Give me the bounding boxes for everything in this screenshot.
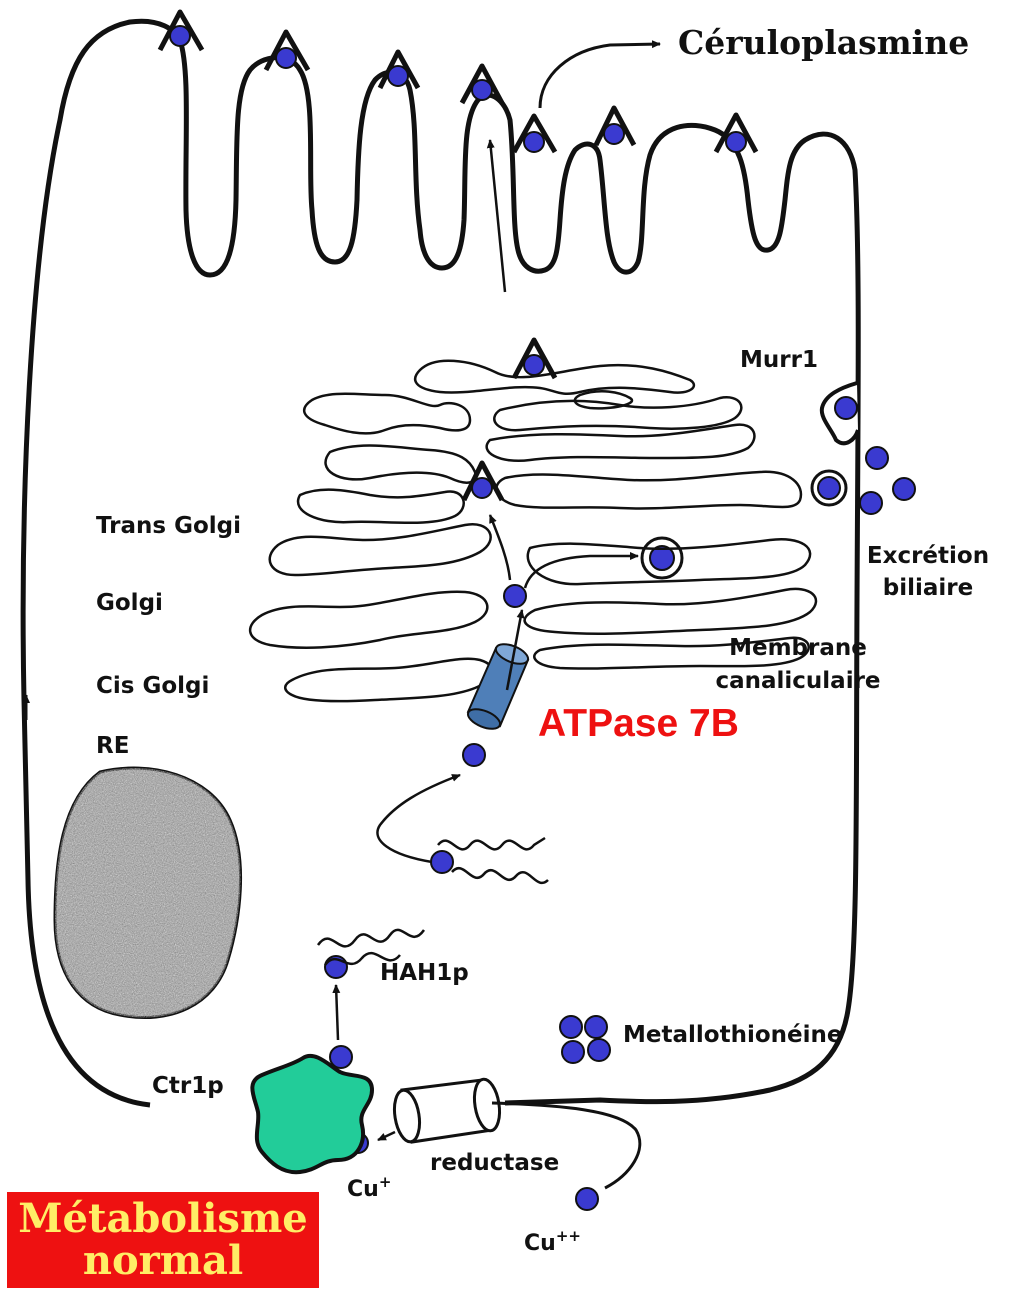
copper-ion <box>524 132 544 152</box>
golgi-cisterna-13 <box>285 659 493 701</box>
golgi-label: Golgi <box>96 590 163 616</box>
copper-ion <box>588 1039 610 1061</box>
golgi-cisterna-8 <box>496 472 801 509</box>
cis-golgi-label: Cis Golgi <box>96 673 209 699</box>
copper-ion <box>576 1188 598 1210</box>
ceruloplasmin-export-arrow <box>540 44 660 108</box>
copper-ion <box>818 477 840 499</box>
hah1p-label: HAH1p <box>380 960 469 986</box>
copper-ion <box>562 1041 584 1063</box>
atpase-7b-label: ATPase 7B <box>538 702 739 745</box>
copper-ion <box>604 124 624 144</box>
copper-ion <box>893 478 915 500</box>
copper-ion <box>431 851 453 873</box>
ctr1p-to-hah1p-arrow <box>336 985 338 1040</box>
copper-ion <box>560 1016 582 1038</box>
trans-golgi-label: Trans Golgi <box>96 513 241 539</box>
cu-plus-label: Cu+ <box>347 1173 391 1202</box>
golgi-cisterna-9 <box>270 524 491 575</box>
copper-ion <box>860 492 882 514</box>
ctr1p-label: Ctr1p <box>152 1073 224 1099</box>
copper-ion <box>866 447 888 469</box>
excretion-label-line2: biliaire <box>883 575 973 601</box>
golgi-cisterna-11 <box>250 592 487 648</box>
golgi-cisterna-2 <box>304 394 470 434</box>
copper-ion <box>726 132 746 152</box>
copper-ion <box>276 48 296 68</box>
cu-plus-import-arrow <box>378 1132 395 1140</box>
golgi-transport-arrow <box>490 515 510 580</box>
metallothioneine-label: Metallothionéine <box>623 1022 842 1048</box>
banner-line-2: normal <box>83 1240 243 1282</box>
reductase-enzyme <box>391 1077 503 1143</box>
atpase-7b-channel <box>465 640 531 733</box>
ceruloplasmin-title: Céruloplasmine <box>678 23 969 62</box>
copper-ion <box>585 1016 607 1038</box>
banner-line-1: Métabolisme <box>18 1198 307 1240</box>
copper-ion <box>472 80 492 100</box>
copper-ion <box>504 585 526 607</box>
copper-ion <box>835 397 857 419</box>
nucleus <box>55 768 241 1017</box>
golgi-cisterna-3 <box>494 397 741 430</box>
reductase-label: reductase <box>430 1150 559 1176</box>
copper-ion <box>472 478 492 498</box>
ctr1p-transporter <box>252 1056 372 1172</box>
copper-ion <box>463 744 485 766</box>
re-label: RE <box>96 733 129 759</box>
metabolism-banner: Métabolisme normal <box>7 1192 319 1288</box>
copper-ion <box>330 1046 352 1068</box>
chaperone-to-atpase-arrow <box>377 775 460 862</box>
membrane-label-line1: Membrane <box>729 635 867 661</box>
membrane-label-line2: canaliculaire <box>715 668 880 694</box>
copper-ion <box>388 66 408 86</box>
copper-ion <box>170 26 190 46</box>
golgi-cisterna-5 <box>326 446 476 483</box>
golgi-cisterna-12 <box>525 589 816 634</box>
copper-ion <box>524 355 544 375</box>
golgi-cisterna-7 <box>298 490 464 523</box>
murr1-label: Murr1 <box>740 347 818 373</box>
cu-plusplus-label: Cu++ <box>524 1227 581 1256</box>
to-microvilli-arrow <box>490 140 505 292</box>
excretion-label-line1: Excrétion <box>867 543 989 569</box>
